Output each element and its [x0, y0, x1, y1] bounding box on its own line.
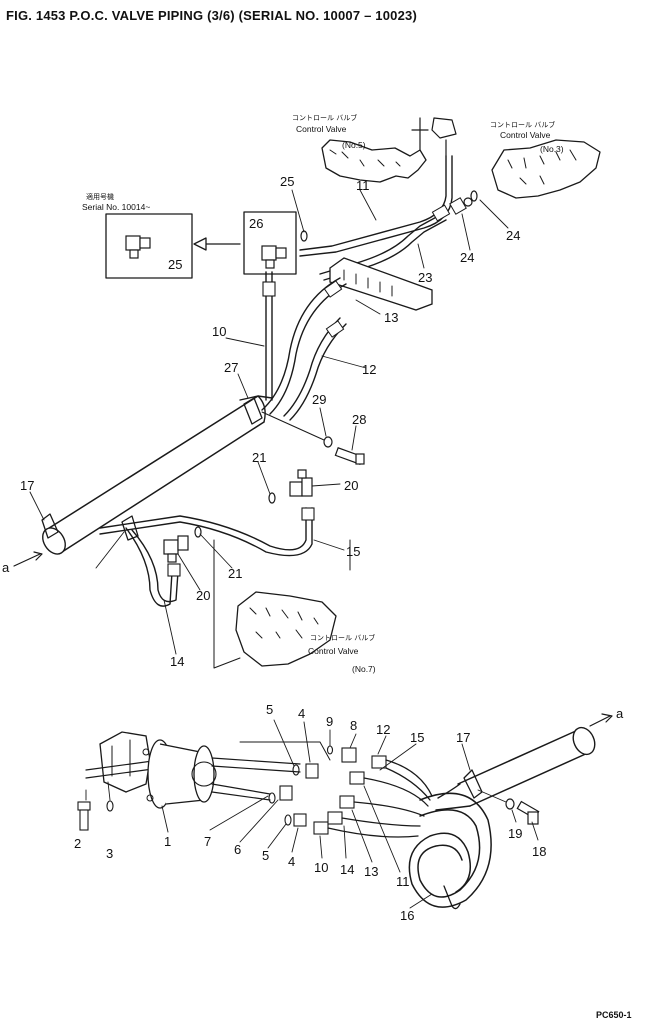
callout-10-lower: 10 — [314, 860, 328, 875]
elbow-fitting-20-right — [289, 469, 313, 497]
o-ring-24-left — [300, 230, 308, 242]
callout-19: 19 — [508, 826, 522, 841]
bolt-18 — [516, 800, 540, 825]
control-valve-no3 — [491, 139, 601, 199]
detail-box-center — [243, 211, 297, 275]
callout-9: 9 — [326, 714, 333, 729]
callout-8: 8 — [350, 718, 357, 733]
control-valve-no7 — [235, 591, 337, 667]
callout-17-upper: 17 — [20, 478, 34, 493]
page-code: PC650-1 — [596, 1010, 632, 1020]
serial-en-label: Serial No. 10014~ — [82, 202, 150, 212]
cv7-no-label: (No.7) — [352, 664, 376, 674]
manifold-13 — [329, 257, 433, 311]
cv5-no-label: (No.5) — [342, 140, 366, 150]
callout-16: 16 — [400, 908, 414, 923]
leader-lines-lower — [161, 719, 539, 909]
callout-17-lower: 17 — [456, 730, 470, 745]
o-ring-21-lower — [194, 526, 202, 538]
cv3-en-label: Control Valve — [500, 130, 551, 140]
callout-15-lower: 15 — [410, 730, 424, 745]
callout-11-upper: 11 — [356, 178, 370, 193]
serial-jp-label: 適用号機 — [86, 192, 114, 201]
fitting-row — [268, 745, 387, 835]
hose-bundle-lower — [327, 759, 433, 838]
control-valve-no5 — [321, 117, 457, 183]
callout-4-lower: 4 — [288, 854, 295, 869]
hose-coil-16 — [408, 792, 492, 910]
callout-24-right: 24 — [506, 228, 520, 243]
callout-10-upper: 10 — [212, 324, 226, 339]
callout-5-upper: 5 — [266, 702, 273, 717]
reference-arrow — [193, 237, 241, 251]
callout-20-right: 20 — [344, 478, 358, 493]
callout-18: 18 — [532, 844, 546, 859]
callout-13: 13 — [384, 310, 398, 325]
elbow-fitting-25-serial — [125, 235, 151, 259]
washer-19 — [505, 798, 515, 810]
cv7-en-label: Control Valve — [308, 646, 359, 656]
detail-box-serial — [105, 213, 193, 279]
cv7-jp-label: コントロール バルブ — [310, 633, 375, 642]
valve-body-1 — [85, 731, 217, 809]
callout-15-upper: 15 — [346, 544, 360, 559]
connection-a-upper: a — [2, 560, 10, 575]
callout-12-lower: 12 — [376, 722, 390, 737]
clamp-29 — [121, 515, 139, 541]
fitting-23 — [449, 197, 473, 215]
leader-lines-upper — [29, 189, 509, 655]
callout-numbers: 25 11 26 25 24 24 23 13 10 12 27 29 28 2… — [20, 174, 546, 923]
connection-a-lower: a — [616, 706, 624, 721]
callout-6: 6 — [234, 842, 241, 857]
callout-11-lower: 11 — [396, 874, 410, 889]
cv5-en-label: Control Valve — [296, 124, 347, 134]
callout-5-lower: 5 — [262, 848, 269, 863]
o-ring-24-right — [470, 190, 478, 202]
o-ring-21-upper — [268, 492, 276, 504]
callout-12: 12 — [362, 362, 376, 377]
callout-21-lower: 21 — [228, 566, 242, 581]
bolt-2 — [77, 801, 91, 831]
figure-title: FIG. 1453 P.O.C. VALVE PIPING (3/6) (SER… — [6, 8, 417, 23]
band-clamp-26 — [243, 397, 263, 425]
callout-14-lower: 14 — [340, 862, 354, 877]
callout-25-serial: 25 — [168, 257, 182, 272]
cv3-no-label: (No.3) — [540, 144, 564, 154]
elbow-fitting-20-left — [163, 535, 189, 563]
callout-2: 2 — [74, 836, 81, 851]
callout-24-left: 25 — [280, 174, 294, 189]
callout-28: 29 — [312, 392, 326, 407]
protective-tube-lower — [435, 726, 596, 811]
callout-26: 27 — [224, 360, 238, 375]
callout-27: 28 — [352, 412, 366, 427]
callout-22: 23 — [418, 270, 432, 285]
callout-25-center: 26 — [249, 216, 263, 231]
callout-13-lower: 13 — [364, 864, 378, 879]
callout-4-upper: 4 — [298, 706, 305, 721]
callout-20-left: 20 — [196, 588, 210, 603]
washer-28 — [323, 436, 333, 448]
band-clamp-17-upper — [41, 513, 59, 539]
callout-7: 7 — [204, 834, 211, 849]
callout-14-upper: 14 — [170, 654, 184, 669]
callout-3: 3 — [106, 846, 113, 861]
callout-1: 1 — [164, 834, 171, 849]
callout-21-upper: 21 — [252, 450, 266, 465]
elbow-fitting-25-center — [261, 245, 287, 269]
cv5-jp-label: コントロール バルブ — [292, 113, 357, 122]
washer-3 — [106, 800, 114, 812]
cv3-jp-label: コントロール バルブ — [490, 120, 555, 129]
protective-tube-upper — [42, 395, 273, 555]
callout-23: 24 — [460, 250, 474, 265]
bolt-27 — [334, 447, 365, 465]
